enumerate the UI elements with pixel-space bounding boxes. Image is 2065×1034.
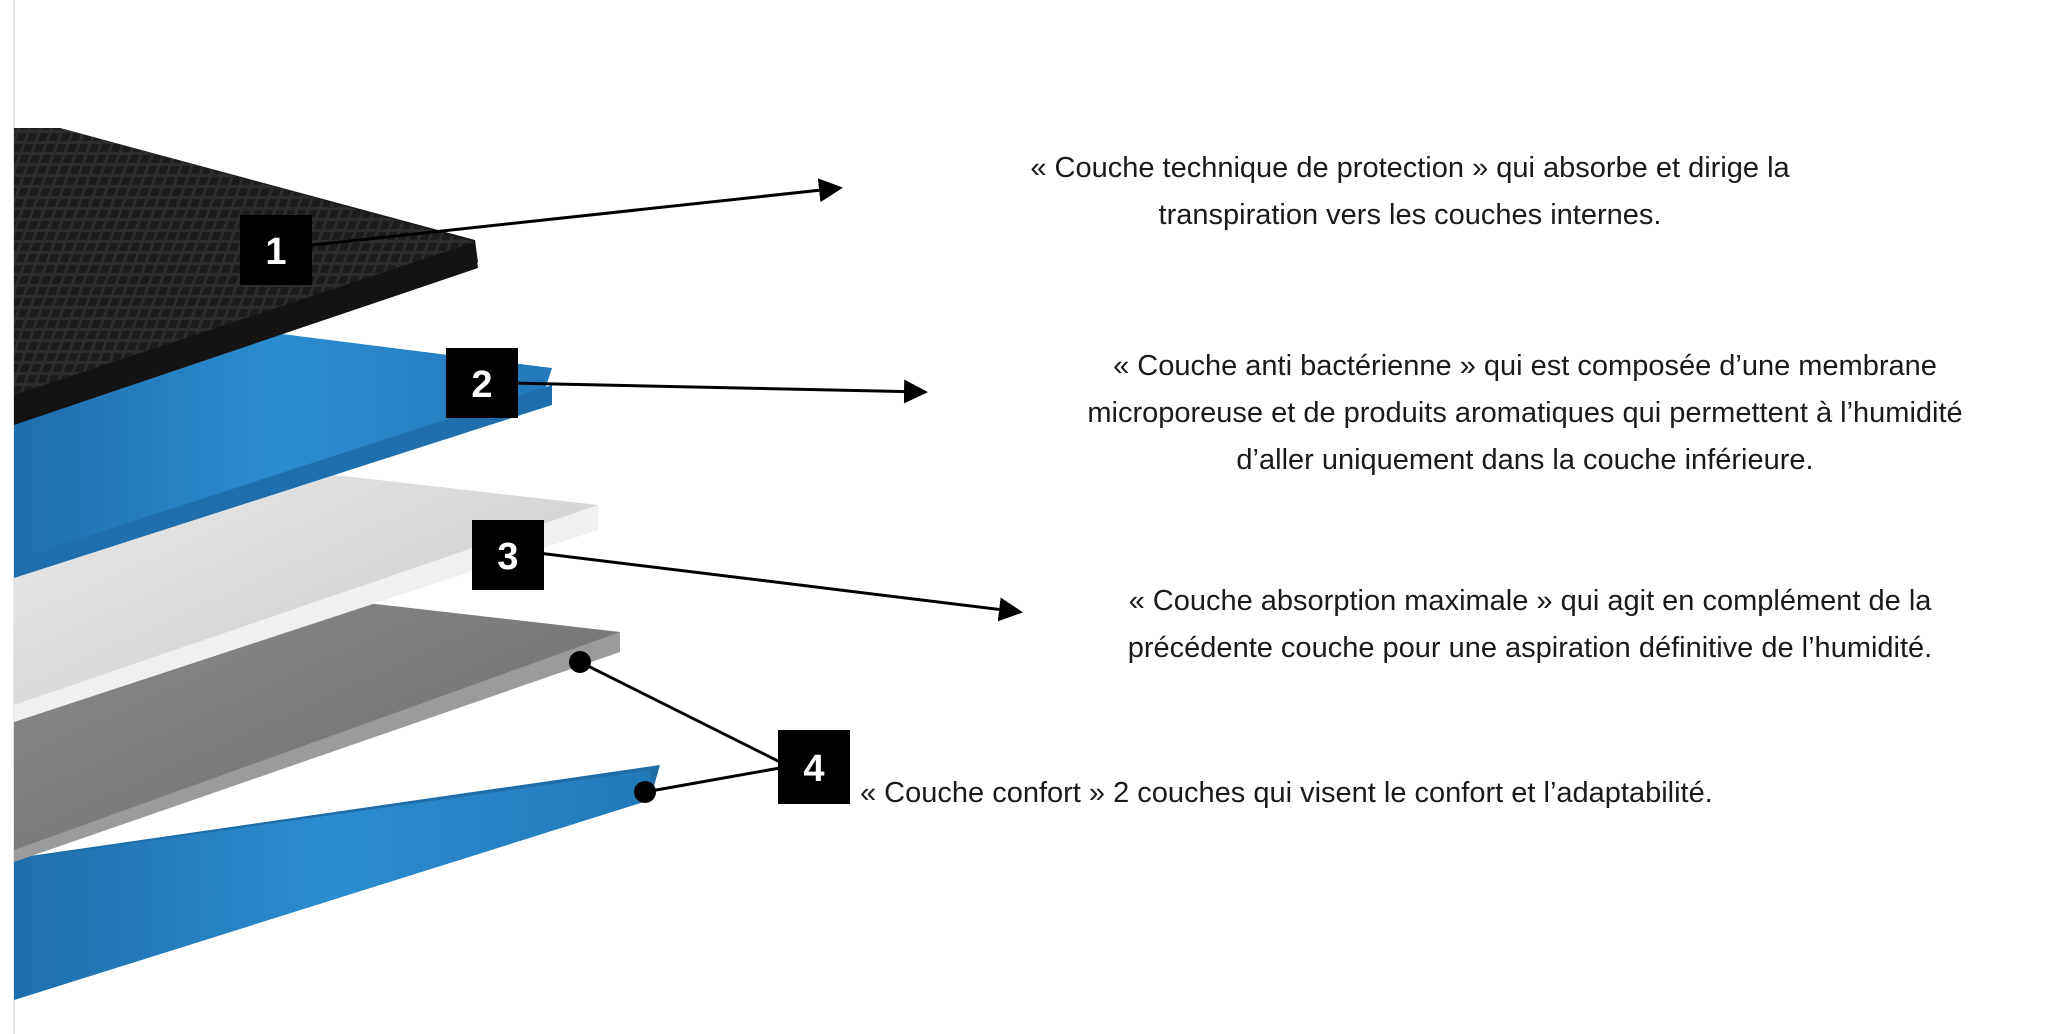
label-4-text: 4 — [803, 748, 824, 790]
layer-4-bottom — [14, 765, 660, 1000]
arrow-3 — [529, 550, 1023, 622]
description-layer-1: « Couche technique de protection » qui a… — [780, 145, 2040, 239]
description-line: « Couche absorption maximale » qui agit … — [1128, 585, 1932, 617]
description-line: « Couche anti bactérienne » qui est comp… — [1113, 350, 1937, 382]
description-layer-3: « Couche absorption maximale » qui agit … — [990, 578, 2065, 672]
connector-4a — [579, 660, 781, 764]
description-line: microporeuse et de produits aromatiques … — [1087, 397, 1963, 429]
description-line: transpiration vers les couches internes. — [1158, 199, 1662, 231]
description-line: précédente couche pour une aspiration dé… — [1127, 632, 1933, 664]
arrow-2 — [509, 379, 928, 404]
dot-4b — [634, 781, 656, 803]
description-line: « Couche confort » 2 couches qui visent … — [860, 777, 1713, 809]
connector-4b — [644, 766, 781, 794]
label-3: 3 — [472, 520, 544, 590]
dot-4a — [569, 651, 591, 673]
arrow-1 — [284, 178, 843, 250]
label-2-text: 2 — [471, 364, 492, 406]
description-layer-4: « Couche confort » 2 couches qui visent … — [860, 770, 2000, 817]
label-4: 4 — [778, 730, 850, 804]
label-1-text: 1 — [265, 231, 286, 273]
label-1: 1 — [240, 215, 312, 285]
description-line: d’aller uniquement dans la couche inféri… — [1236, 444, 1814, 476]
description-line: « Couche technique de protection » qui a… — [1030, 152, 1790, 184]
label-2: 2 — [446, 348, 518, 418]
label-3-text: 3 — [497, 536, 518, 578]
description-layer-2: « Couche anti bactérienne » qui est comp… — [900, 343, 2065, 484]
